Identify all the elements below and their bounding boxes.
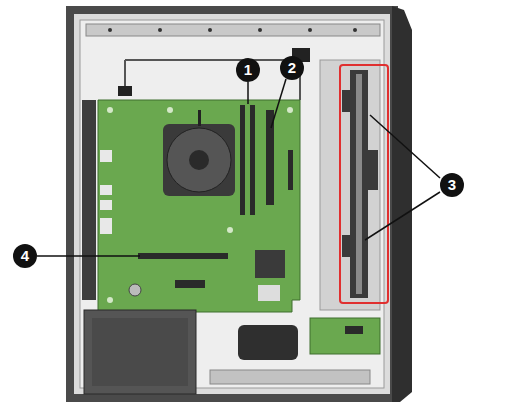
drive-rail bbox=[356, 74, 362, 294]
memory-slot bbox=[240, 105, 245, 215]
screw-holes bbox=[108, 28, 357, 32]
callout-number: 4 bbox=[13, 244, 37, 268]
fan-cable bbox=[198, 110, 201, 126]
drive-bracket bbox=[350, 70, 368, 298]
motherboard bbox=[98, 100, 300, 312]
cutout bbox=[238, 325, 298, 360]
connector bbox=[345, 326, 363, 334]
case-frame bbox=[66, 6, 398, 402]
chipset bbox=[255, 250, 285, 278]
power-connector bbox=[288, 150, 293, 190]
power-supply bbox=[84, 310, 196, 394]
bottom-rail bbox=[210, 370, 370, 384]
fan-blades bbox=[167, 128, 231, 192]
clip bbox=[342, 90, 352, 112]
drive-cage bbox=[320, 60, 380, 310]
case-interior bbox=[74, 14, 390, 394]
leader-lines bbox=[37, 79, 440, 256]
battery bbox=[129, 284, 141, 296]
clip bbox=[342, 235, 352, 257]
fan-hub bbox=[189, 150, 209, 170]
header bbox=[175, 280, 205, 288]
callout-number: 2 bbox=[280, 56, 304, 80]
clip bbox=[368, 150, 378, 190]
psu-face bbox=[92, 318, 188, 386]
mount-holes bbox=[107, 107, 293, 303]
connector bbox=[118, 86, 132, 96]
front-panel bbox=[392, 6, 412, 402]
front-io-board bbox=[310, 318, 380, 354]
callout-number: 3 bbox=[440, 173, 464, 197]
callout-number: 1 bbox=[236, 58, 260, 82]
io-ports bbox=[100, 150, 112, 234]
case-panel bbox=[80, 20, 384, 388]
top-rail bbox=[86, 24, 380, 36]
pcie-slot bbox=[138, 253, 228, 259]
rear-io bbox=[82, 100, 96, 300]
cable bbox=[125, 60, 300, 100]
memory-slot bbox=[250, 105, 255, 215]
cpu-fan bbox=[163, 124, 235, 196]
highlight-outline bbox=[340, 65, 388, 303]
connector bbox=[258, 285, 280, 301]
